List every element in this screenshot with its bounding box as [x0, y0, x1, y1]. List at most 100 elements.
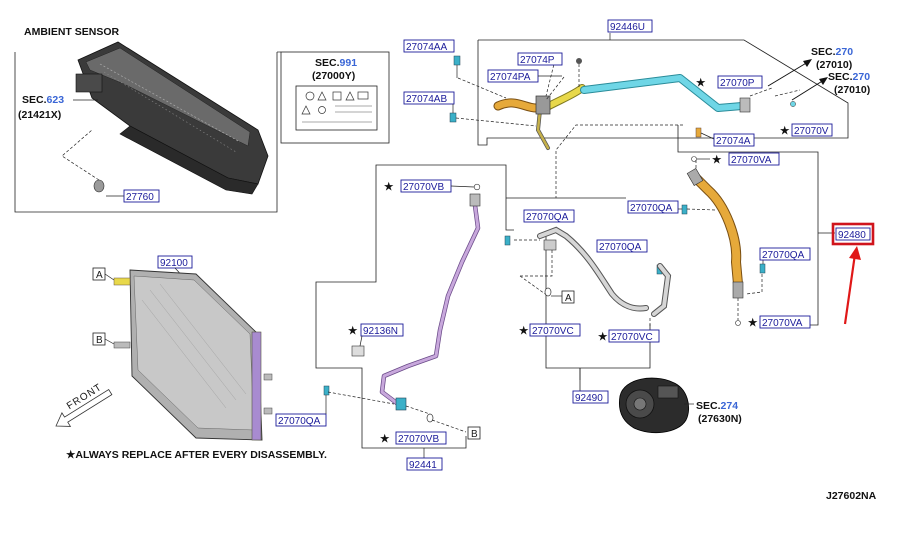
part-27070v-box[interactable]	[791, 123, 833, 137]
sec-991-number: 991	[340, 57, 358, 69]
svg-text:SEC.270: SEC.270	[811, 46, 853, 58]
part-27074ab-box[interactable]	[403, 91, 455, 105]
part-27070qa-a-box[interactable]	[523, 209, 575, 223]
svg-text:SEC.270: SEC.270	[828, 71, 870, 83]
part-92490-box[interactable]	[572, 390, 609, 404]
part-27070vc-b-label[interactable]: 27070VC	[611, 332, 653, 343]
mid-right-labels: 27074A ★ 27070VA	[691, 127, 780, 166]
fitting-27074aa	[453, 55, 461, 66]
sec-991-code: (27000Y)	[312, 70, 355, 82]
part-27074a-label[interactable]: 27074A	[716, 136, 751, 147]
part-27070qa-b-label[interactable]: 27070QA	[630, 203, 673, 214]
part-27070vb-bot-label[interactable]: 27070VB	[398, 434, 439, 445]
part-27074aa-box[interactable]	[403, 39, 455, 53]
part-27070vc-a-label[interactable]: 27070VC	[532, 326, 574, 337]
sec-270a-prefix: SEC.	[811, 46, 836, 58]
part-92446u-box[interactable]	[607, 19, 653, 33]
svg-text:SEC.623: SEC.623	[22, 94, 64, 106]
ref-b2-label: B	[471, 429, 478, 440]
star-27070v: ★	[780, 125, 790, 137]
sec-270a-number: 270	[836, 46, 854, 58]
part-27070qa-a-label[interactable]: 27070QA	[526, 212, 569, 223]
part-27070qa-d-label[interactable]: 27070QA	[599, 242, 642, 253]
star-27070va-bot: ★	[748, 317, 758, 329]
clip-92136n	[351, 345, 365, 357]
part-27074ab-label[interactable]: 27074AB	[406, 94, 447, 105]
ref-b2-box	[467, 426, 481, 440]
star-27070vc-b: ★	[598, 331, 608, 343]
ref-b1-label: B	[96, 335, 103, 346]
part-92441-box[interactable]	[406, 457, 443, 471]
part-27070vc-b-box[interactable]	[608, 329, 660, 343]
svg-text:SEC.991: SEC.991	[315, 57, 357, 69]
part-27074p-box[interactable]	[517, 52, 563, 66]
ref-a2-box	[561, 290, 575, 304]
part-27070qa-b-box[interactable]	[627, 200, 679, 214]
part-27074pa-label[interactable]: 27074PA	[490, 72, 531, 83]
sec-991-prefix: SEC.	[315, 57, 340, 69]
star-27070vb-top: ★	[384, 181, 394, 193]
part-92441-label[interactable]: 92441	[409, 460, 437, 471]
part-27760-box[interactable]	[123, 189, 160, 203]
part-92136n-box[interactable]	[360, 323, 404, 337]
sec-623-number: 623	[47, 94, 65, 106]
part-27070vb-bot-box[interactable]	[395, 431, 447, 445]
sec-623-prefix: SEC.	[22, 94, 47, 106]
sec-270b-number: 270	[853, 71, 871, 83]
sec-991-group: SEC.991 (27000Y)	[277, 51, 390, 144]
ambient-sensor-group: AMBIENT SENSOR SEC.623 (21421X) 27760	[14, 26, 278, 213]
star-27070vb-bot: ★	[380, 433, 390, 445]
sec-270b-code: (27010)	[834, 84, 870, 96]
ref-a2-label: A	[565, 293, 572, 304]
pipe-purple	[380, 196, 480, 406]
part-27070qa-e-box[interactable]	[275, 413, 327, 427]
sec-623-code: (21421X)	[18, 109, 61, 121]
part-27070qa-e-label[interactable]: 27070QA	[278, 416, 321, 427]
part-27074p-label[interactable]: 27074P	[520, 55, 555, 66]
sec-270b-prefix: SEC.	[828, 71, 853, 83]
part-92480-box[interactable]	[835, 227, 871, 241]
hose-cyan-top	[581, 75, 745, 111]
part-92490-label[interactable]: 92490	[575, 393, 603, 404]
part-27070va-bot-box[interactable]	[759, 315, 811, 329]
fitting-27074ab	[449, 112, 457, 123]
receiver-tank	[251, 331, 262, 441]
svg-text:SEC.274: SEC.274	[696, 400, 738, 412]
part-27070p-box[interactable]	[717, 75, 763, 89]
part-27070vb-top-label[interactable]: 27070VB	[403, 182, 444, 193]
part-27070qa-c-box[interactable]	[759, 247, 811, 261]
part-27070va-bot-label[interactable]: 27070VA	[762, 318, 803, 329]
part-27070qa-c-label[interactable]: 27070QA	[762, 250, 805, 261]
part-92446u-label[interactable]: 92446U	[610, 22, 645, 33]
hose-yellow-top	[542, 85, 585, 111]
left-fittings-group: 27074AA 27074AB	[403, 39, 537, 127]
callout-arrow	[843, 253, 857, 325]
part-92136n-label[interactable]: 92136N	[363, 326, 398, 337]
sec-274-number: 274	[721, 400, 739, 412]
hose-92480-group: 27070QA 27070QA 92480 ★ 27070VA	[555, 124, 875, 329]
part-92100-label[interactable]: 92100	[160, 258, 188, 269]
compressor-group: SEC.274 (27630N)	[618, 377, 742, 434]
sec-274-prefix: SEC.	[696, 400, 721, 412]
part-27070v-label[interactable]: 27070V	[794, 126, 829, 137]
pipe-silver-a	[538, 227, 648, 311]
part-27074aa-label[interactable]: 27074AA	[406, 42, 447, 53]
front-arrow: FRONT	[55, 382, 113, 427]
part-27074a-box[interactable]	[713, 133, 755, 147]
part-27760-label[interactable]: 27760	[126, 192, 154, 203]
hose-orange-right	[690, 172, 742, 288]
star-92136n: ★	[348, 325, 358, 337]
part-27070qa-d-box[interactable]	[596, 239, 648, 253]
sec-270-callouts: SEC.270 (27010) SEC.270 (27010) ★ 27070V	[767, 46, 870, 137]
part-92480-label[interactable]: 92480	[838, 230, 866, 241]
part-27070p-label[interactable]: 27070P	[720, 78, 755, 89]
ambient-sensor-title: AMBIENT SENSOR	[24, 26, 120, 38]
sec-270a-code: (27010)	[816, 59, 852, 71]
cowl-cover-illustration	[75, 41, 269, 195]
hose-orange-top	[494, 99, 540, 112]
part-27070va-top-box[interactable]	[728, 152, 780, 166]
part-27070vc-a-box[interactable]	[529, 323, 581, 337]
part-27070va-top-label[interactable]: 27070VA	[731, 155, 772, 166]
